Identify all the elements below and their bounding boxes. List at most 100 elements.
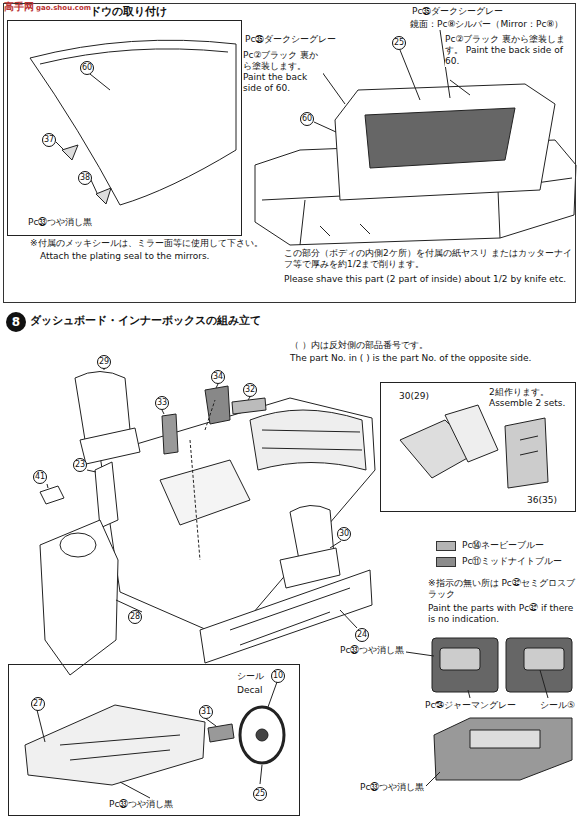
callout-number: 23	[73, 458, 87, 472]
paint-note: Pc㉝つや消し黒	[28, 217, 92, 228]
leader-line	[47, 368, 357, 628]
door-insert	[524, 648, 564, 670]
dashboard-paint	[434, 718, 572, 780]
window-glass	[335, 84, 555, 200]
paint-note: Pc㉝つや消し黒	[109, 799, 173, 810]
note-text: The part No. in ( ) is the part No. of t…	[290, 353, 575, 364]
legend-swatch	[436, 541, 456, 551]
leader-line	[56, 142, 63, 149]
section-title: ドウの取り付け	[90, 5, 167, 18]
leader-line	[322, 72, 345, 104]
steering-wheel	[240, 707, 284, 763]
front-seat	[280, 548, 340, 588]
windshield-edge	[40, 49, 228, 64]
callout-number: 32	[243, 383, 257, 397]
assembly-note: 2組作ります。 Assemble 2 sets.	[489, 387, 573, 409]
wheel-hub	[256, 729, 268, 741]
decal-note: シール⑤	[540, 700, 575, 711]
note-text: Attach the plating seal to the mirrors.	[40, 251, 209, 262]
paint-note: Pc㉟ダークシーグレー	[245, 34, 336, 45]
paint-note: 鏡面：Pc⑧シルバー（Mirror：Pc⑧）	[410, 19, 563, 30]
legend-entry: Pc⑪ミッドナイトブルー	[436, 556, 576, 568]
note-text: （ ）内は反対側の部品番号です。	[290, 340, 428, 351]
seat-line	[262, 430, 362, 450]
paint-guide-art	[406, 638, 572, 786]
part-number: 30(29)	[399, 391, 429, 402]
paint-note: Pc㉔ジャーマングレー	[425, 700, 516, 711]
part-33	[162, 414, 178, 454]
leader-line	[91, 180, 97, 193]
callout-number: 27	[31, 697, 45, 711]
leader-line	[90, 74, 110, 90]
dashboard-panel	[470, 730, 540, 748]
paint-note: Pc㉝つや消し黒	[340, 645, 404, 656]
part-number: 36(35)	[527, 495, 557, 506]
inset-panel: 30(29) 2組作ります。 Assemble 2 sets. 36(35)	[380, 382, 576, 512]
windshield	[30, 40, 236, 205]
door-panel	[432, 638, 498, 692]
seat-29	[80, 428, 140, 464]
door-panel	[506, 638, 572, 692]
dashboard-28	[40, 520, 118, 675]
assembly-guide	[190, 400, 215, 560]
window-art	[30, 30, 576, 245]
callout-number: 25	[392, 36, 406, 50]
note-text: Paint the parts with Pc㉜ if there is no …	[428, 603, 576, 625]
callout-number: 33	[155, 396, 169, 410]
callout-number: 38	[78, 171, 92, 185]
note-text: ※指示の無い所は Pc㉜セミグロスブラック	[428, 578, 576, 600]
step-number: 8ダッシュボード・インナーボックスの組み立て	[6, 312, 26, 332]
paint-note: Pc②ブラック 裏から塗装します。 Paint the back side of…	[445, 34, 573, 67]
decal-note: Decal	[237, 685, 262, 696]
callout-number: 29	[97, 355, 111, 369]
step-number-text: 8	[6, 312, 26, 332]
door-insert	[440, 648, 480, 670]
note-text: この部分（ボディの内側2ケ所）を付属の紙ヤスリ またはカッターナイフ等で厚みを約…	[284, 248, 574, 270]
callout-number: 30	[337, 527, 351, 541]
callout-number: 24	[355, 628, 369, 642]
legend-text: Pc⑪ミッドナイトブルー	[462, 556, 562, 567]
paint-note: Pc②ブラック 裏から塗装します。 Paint the back side of…	[243, 50, 323, 94]
callout-number: 25	[253, 787, 267, 801]
note-text: ※付属のメッキシールは、ミラー面等に使用して下さい。	[30, 238, 263, 249]
watermark: 高手网	[4, 1, 34, 13]
seat-29	[75, 372, 130, 441]
legend-entry: Pc⑭ネービーブルー	[436, 540, 576, 552]
mirror	[62, 145, 78, 160]
column-31	[208, 724, 234, 742]
seat-back	[445, 405, 498, 462]
callout-number: 60	[80, 61, 94, 75]
callout-number: 37	[42, 133, 56, 147]
part-23	[95, 462, 118, 528]
part-32	[232, 398, 266, 414]
door-line	[230, 588, 350, 645]
leader-line	[450, 80, 470, 95]
legend-text: Pc⑭ネービーブルー	[462, 540, 544, 551]
callout-number: 34	[211, 370, 225, 384]
roof-opening	[365, 108, 515, 168]
paint-note: Pc㉝つや消し黒	[360, 782, 424, 793]
panel-line	[520, 436, 538, 455]
legend-swatch	[436, 557, 456, 567]
rear-seat	[250, 410, 366, 470]
paint-note: Pc㉟ダークシーグレー	[412, 6, 503, 17]
leader-line	[400, 50, 420, 100]
mirror	[96, 188, 111, 204]
callout-number: 60	[300, 112, 314, 126]
part-41	[40, 486, 64, 504]
steering-ring	[60, 533, 96, 557]
callout-number: 28	[128, 610, 142, 624]
leader-line	[406, 652, 548, 786]
inset-panel: 2731シール10Decal25Pc㉝つや消し黒	[8, 664, 300, 816]
leader-line	[37, 682, 277, 798]
callout-number: 41	[33, 470, 47, 484]
callout-number: 31	[199, 705, 213, 719]
shave-mark	[320, 224, 370, 236]
dashboard-27	[25, 705, 205, 785]
watermark: gao.shou.com	[36, 4, 91, 13]
note-text: Please shave this part (2 part of inside…	[284, 274, 574, 285]
step-title: ダッシュボード・インナーボックスの組み立て	[30, 314, 261, 327]
seat-inset-art	[400, 405, 548, 488]
part-36	[505, 418, 548, 488]
callout-number: 10	[271, 669, 285, 683]
